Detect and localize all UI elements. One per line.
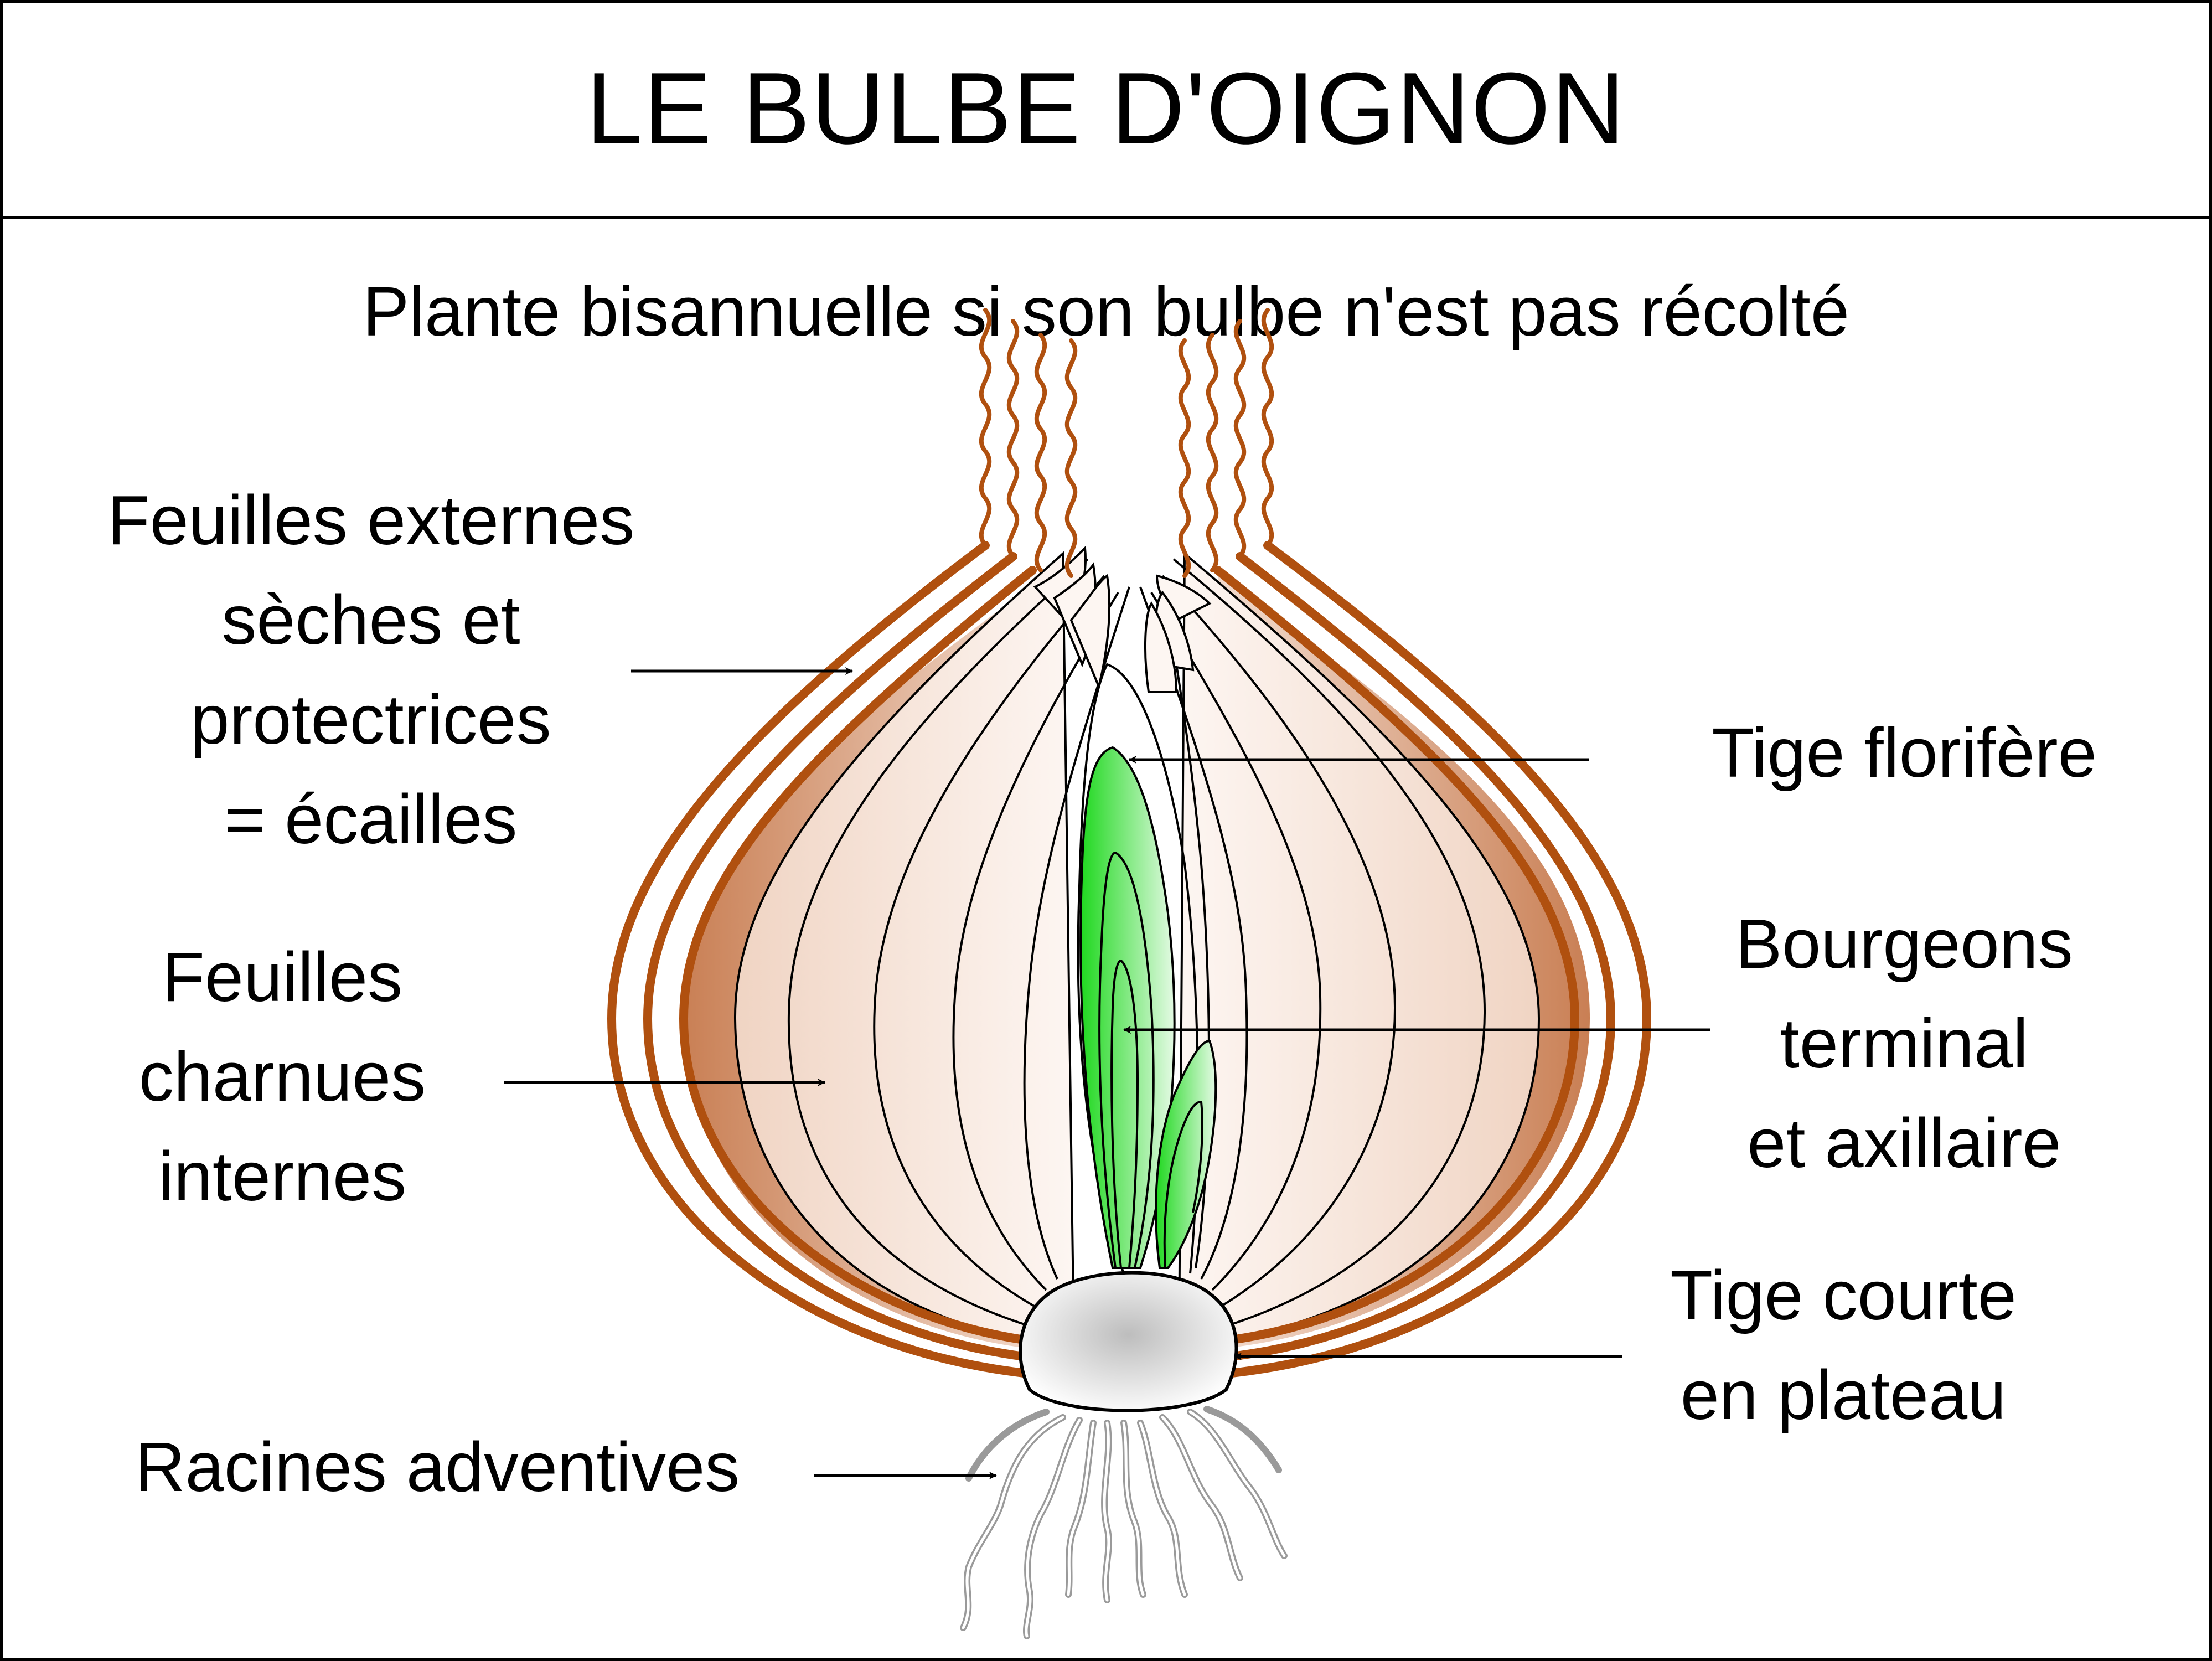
axillary-bud-inner bbox=[1163, 1100, 1203, 1268]
label-outer-leaves: Feuilles externes sèches et protectrices… bbox=[107, 481, 635, 858]
basal-plate bbox=[1019, 1271, 1238, 1412]
inner-fill-right bbox=[1177, 551, 1541, 1341]
label-buds: Bourgeons terminal et axillaire bbox=[1735, 905, 2073, 1182]
terminal-bud bbox=[1098, 851, 1155, 1269]
subtitle: Plante bisannuelle si son bulbe n'est pa… bbox=[363, 272, 1849, 350]
pointer-arrows bbox=[504, 667, 1710, 1479]
inner-fill-left bbox=[733, 551, 1076, 1341]
terminal-bud-inner bbox=[1110, 959, 1139, 1268]
root-highlights bbox=[962, 1410, 1286, 1638]
adventitious-roots bbox=[960, 1406, 1288, 1639]
title-bar: LE BULBE D'OIGNON bbox=[0, 0, 2212, 219]
dry-scale-wavy-tips bbox=[979, 308, 1274, 578]
dry-outer-scales bbox=[607, 541, 1652, 1378]
scale-tips bbox=[1033, 545, 1212, 693]
fleshy-scale-lines bbox=[787, 558, 1486, 1327]
label-flower-stem: Tige florifère bbox=[1712, 714, 2097, 792]
label-roots: Racines adventives bbox=[135, 1428, 740, 1506]
label-fleshy-leaves: Feuilles charnues internes bbox=[138, 938, 426, 1215]
label-plateau: Tige courte en plateau bbox=[1670, 1256, 2017, 1434]
page-title: LE BULBE D'OIGNON bbox=[586, 51, 1626, 165]
axillary-bud bbox=[1155, 1039, 1217, 1269]
